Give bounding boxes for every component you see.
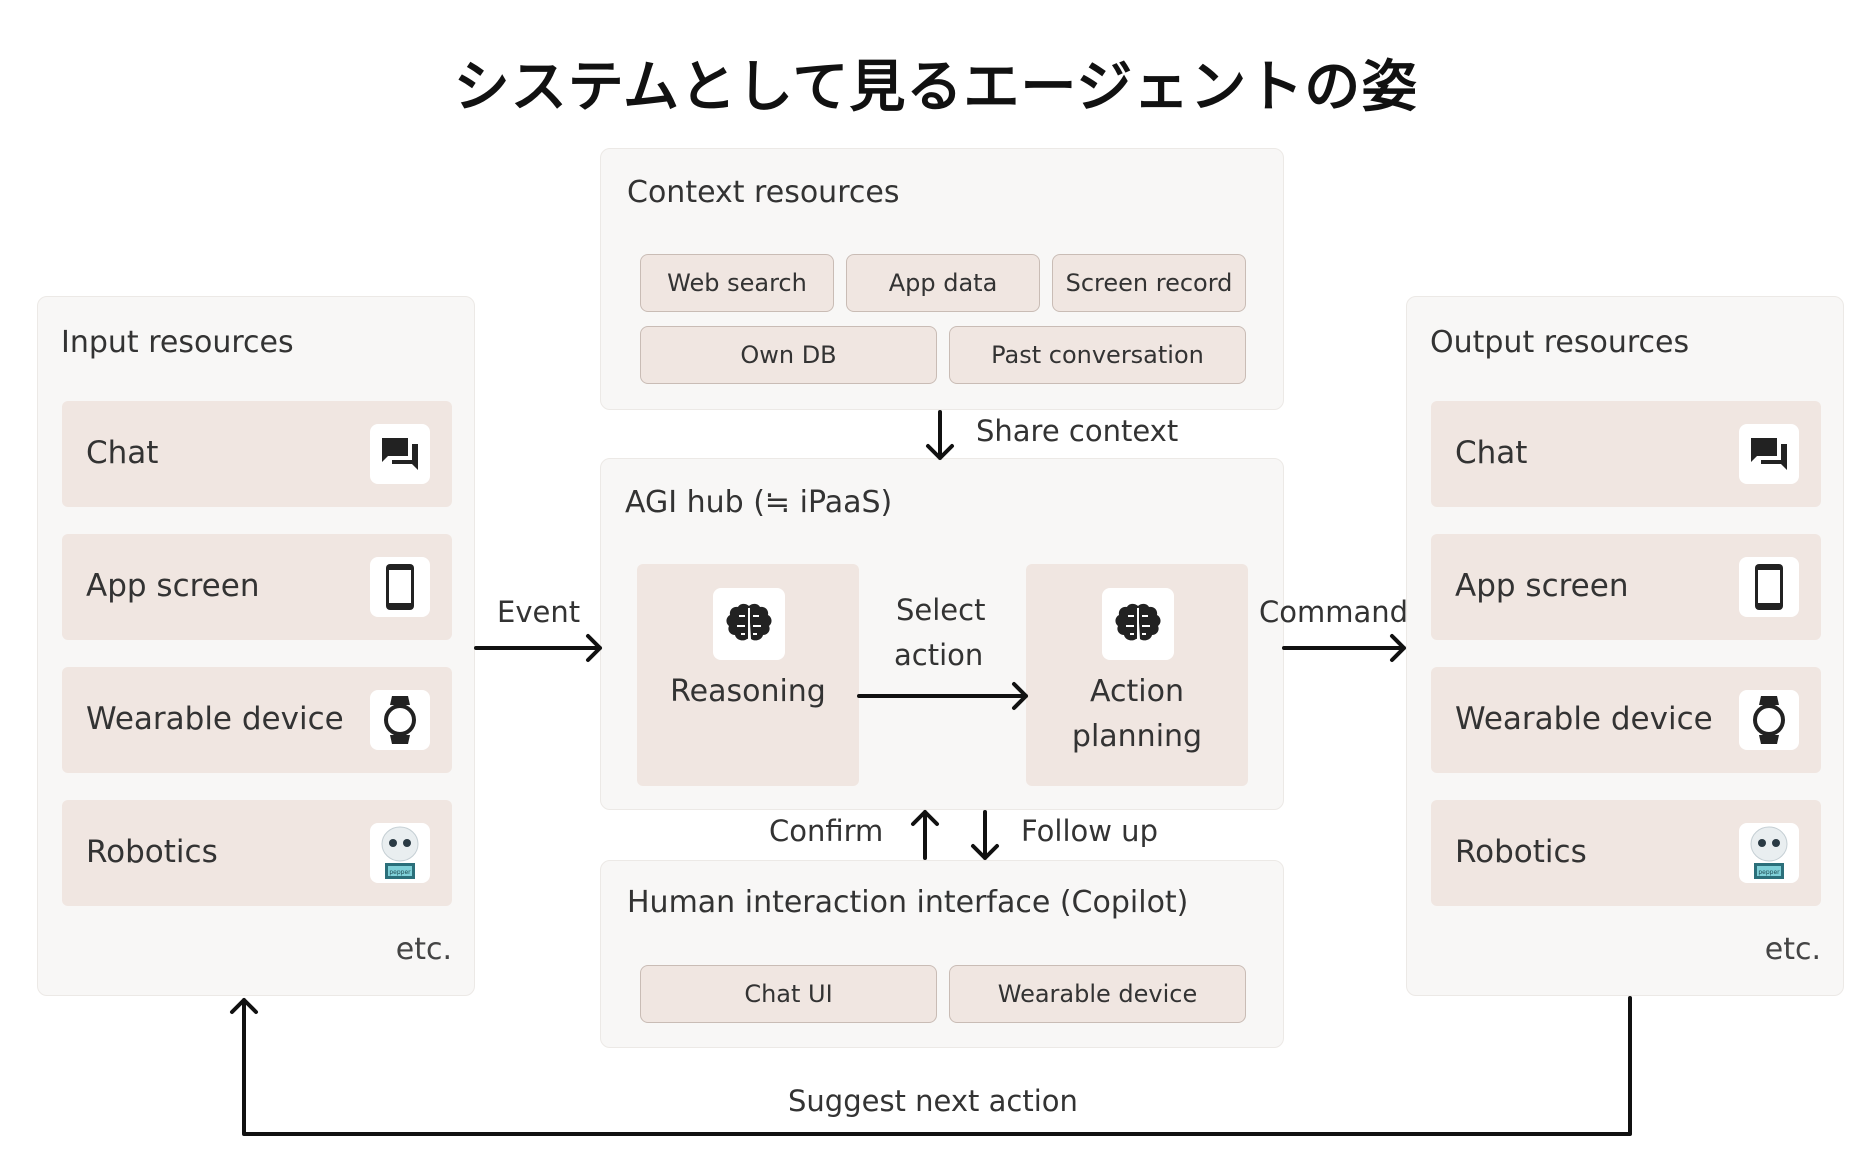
action-planning-box: Action planning	[1026, 564, 1248, 786]
robot-icon: pepper	[1739, 823, 1799, 883]
input-item-label: Robotics	[86, 834, 218, 870]
human-chip-chat-ui: Chat UI	[640, 965, 937, 1023]
human-chip-wearable: Wearable device	[949, 965, 1246, 1023]
select-action-arrow	[857, 682, 1028, 710]
confirm-label: Confirm	[769, 814, 884, 848]
robot-icon: pepper	[370, 823, 430, 883]
phone-icon	[1739, 557, 1799, 617]
output-item-wearable: Wearable device	[1431, 667, 1821, 773]
agi-hub-title: AGI hub (≒ iPaaS)	[625, 485, 893, 520]
action-planning-label-line1: Action	[1090, 674, 1184, 709]
event-label: Event	[497, 595, 581, 629]
share-context-arrow	[926, 410, 954, 460]
event-arrow	[474, 634, 602, 662]
command-label: Command	[1259, 595, 1409, 629]
reasoning-box: Reasoning	[637, 564, 859, 786]
robot-caption: pepper	[1758, 869, 1780, 876]
page-title: システムとして見るエージェントの姿	[453, 55, 1419, 120]
output-item-chat: Chat	[1431, 401, 1821, 507]
output-item-robotics: Robotics pepper	[1431, 800, 1821, 906]
brain-icon	[713, 588, 785, 660]
output-item-label: Wearable device	[1455, 701, 1713, 737]
output-etc: etc.	[1764, 932, 1821, 967]
follow-up-label: Follow up	[1021, 814, 1158, 848]
human-interface-title: Human interaction interface (Copilot)	[627, 885, 1189, 920]
context-chip-screen-record: Screen record	[1052, 254, 1246, 312]
input-item-app-screen: App screen	[62, 534, 452, 640]
output-item-label: Chat	[1455, 435, 1528, 471]
brain-icon	[1102, 588, 1174, 660]
suggest-next-action-arrow	[230, 996, 1632, 1136]
human-interface-panel: Human interaction interface (Copilot) Ch…	[600, 860, 1284, 1048]
output-resources-panel: Output resources Chat App screen Wearabl…	[1406, 296, 1844, 996]
phone-icon	[370, 557, 430, 617]
input-item-wearable: Wearable device	[62, 667, 452, 773]
input-item-chat: Chat	[62, 401, 452, 507]
context-chip-past-conversation: Past conversation	[949, 326, 1246, 384]
input-item-label: Chat	[86, 435, 159, 471]
watch-icon	[370, 690, 430, 750]
suggest-next-action-label: Suggest next action	[788, 1084, 1078, 1118]
share-context-label: Share context	[976, 414, 1179, 448]
input-etc: etc.	[395, 932, 452, 967]
input-item-robotics: Robotics pepper	[62, 800, 452, 906]
chat-icon	[1739, 424, 1799, 484]
reasoning-label: Reasoning	[670, 674, 826, 709]
follow-up-arrow	[971, 810, 999, 860]
input-resources-panel: Input resources Chat App screen Wearable…	[37, 296, 475, 996]
chat-icon	[370, 424, 430, 484]
confirm-arrow	[911, 810, 939, 860]
input-resources-title: Input resources	[61, 325, 294, 360]
output-item-label: Robotics	[1455, 834, 1587, 870]
command-arrow	[1282, 634, 1406, 662]
watch-icon	[1739, 690, 1799, 750]
output-item-app-screen: App screen	[1431, 534, 1821, 640]
context-chip-own-db: Own DB	[640, 326, 937, 384]
input-item-label: Wearable device	[86, 701, 344, 737]
context-chip-web-search: Web search	[640, 254, 834, 312]
action-planning-label-line2: planning	[1071, 719, 1203, 754]
agi-hub-panel: AGI hub (≒ iPaaS) Reasoning Action plann…	[600, 458, 1284, 810]
output-item-label: App screen	[1455, 568, 1629, 604]
select-action-label-line1: Select	[896, 593, 986, 627]
context-resources-title: Context resources	[627, 175, 900, 210]
select-action-label-line2: action	[894, 638, 984, 672]
input-item-label: App screen	[86, 568, 260, 604]
robot-caption: pepper	[389, 869, 411, 876]
output-resources-title: Output resources	[1430, 325, 1690, 360]
context-resources-panel: Context resources Web search App data Sc…	[600, 148, 1284, 410]
context-chip-app-data: App data	[846, 254, 1040, 312]
